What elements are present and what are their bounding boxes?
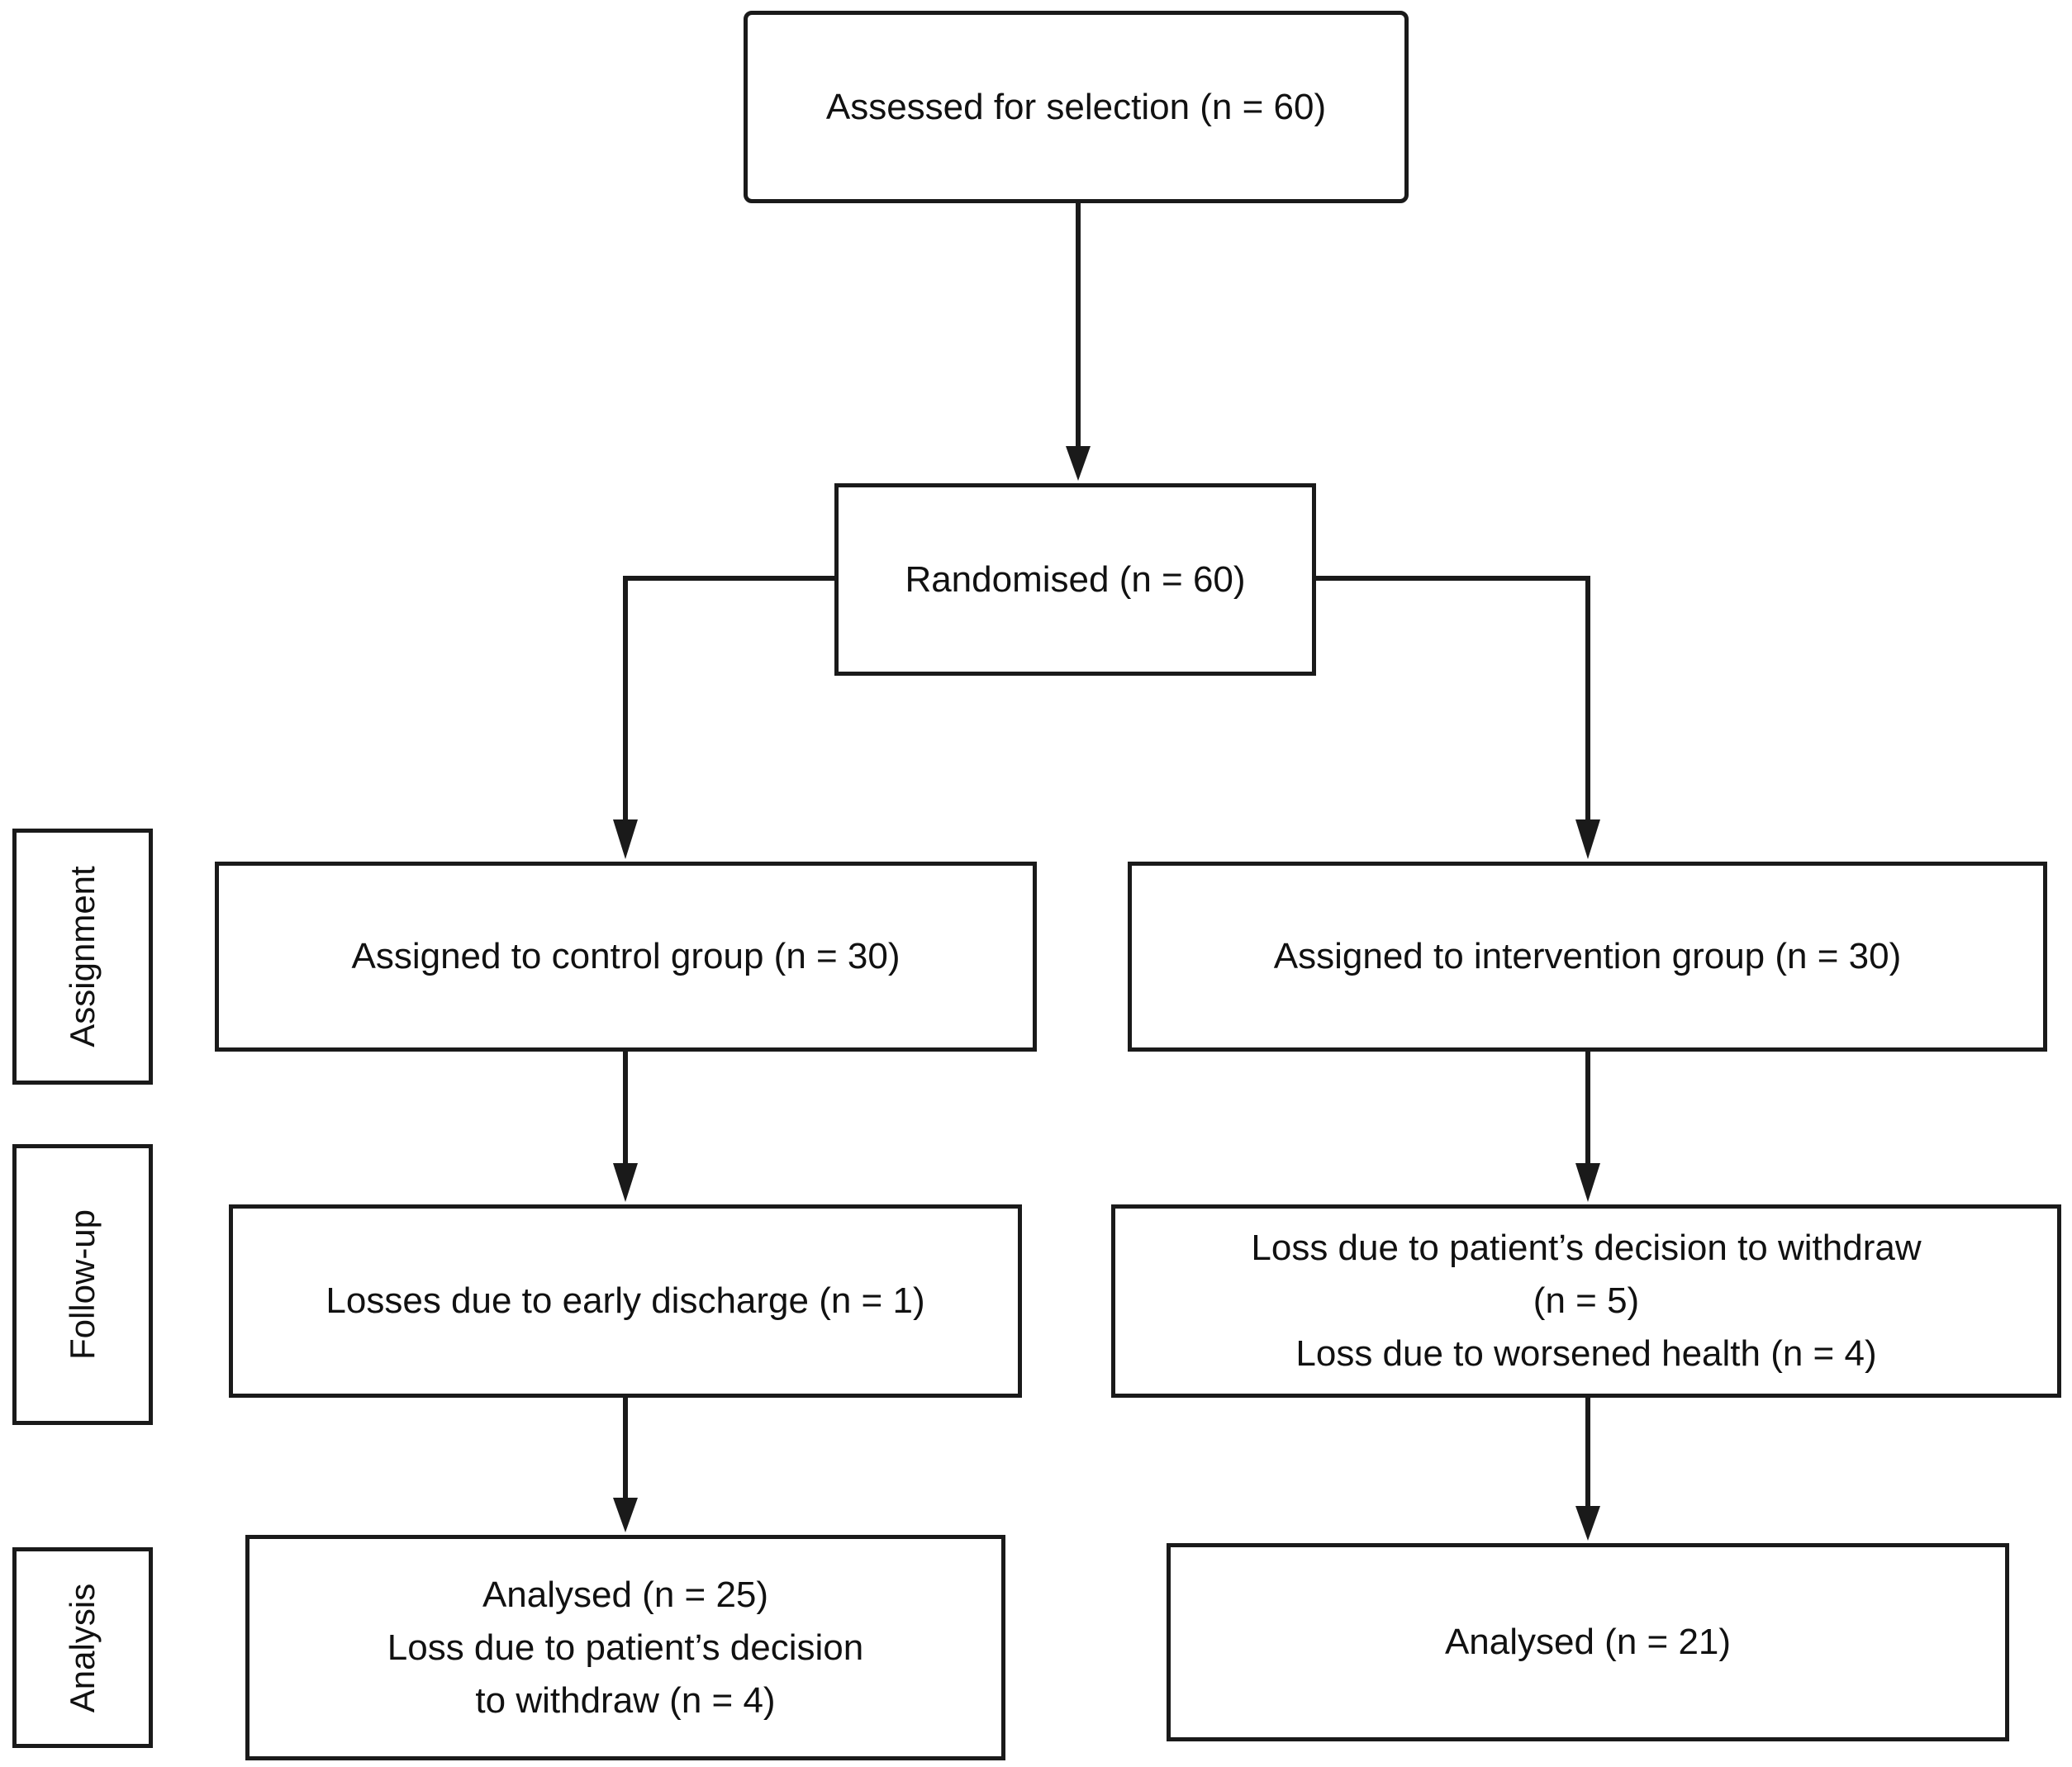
control-analysis-box: Analysed (n = 25) Loss due to patient’s …	[245, 1535, 1005, 1760]
control-analysis-line-1: Analysed (n = 25)	[482, 1574, 769, 1615]
arrow-randomised-to-control	[623, 576, 834, 822]
arrowhead-control-followup	[613, 1163, 638, 1202]
control-analysis-line-2: Loss due to patient’s decision	[387, 1627, 864, 1668]
arrowhead-intervention-assigned	[1575, 819, 1600, 859]
control-followup-text: Losses due to early discharge (n = 1)	[326, 1280, 925, 1321]
intervention-followup-line-2: (n = 5)	[1533, 1280, 1640, 1321]
assessed-text: Assessed for selection (n = 60)	[825, 86, 1327, 127]
arrow-randomised-to-intervention	[1316, 576, 1590, 822]
intervention-followup-line-1: Loss due to patient’s decision to withdr…	[1251, 1228, 1922, 1268]
intervention-followup-box: Loss due to patient’s decision to withdr…	[1111, 1204, 2061, 1398]
arrowhead-intervention-followup	[1575, 1163, 1600, 1202]
stage-assignment: Assignment	[12, 829, 153, 1085]
intervention-followup-text: Loss due to patient’s decision to withdr…	[1251, 1222, 1921, 1380]
intervention-analysis-box: Analysed (n = 21)	[1167, 1543, 2009, 1741]
control-assigned-text: Assigned to control group (n = 30)	[351, 936, 901, 976]
arrowhead-control-analysis	[613, 1498, 638, 1532]
randomised-box: Randomised (n = 60)	[834, 483, 1316, 676]
intervention-assigned-box: Assigned to intervention group (n = 30)	[1128, 862, 2047, 1052]
stage-assignment-label: Assignment	[63, 866, 102, 1047]
arrowhead-control-assigned	[613, 819, 638, 859]
intervention-analysis-text: Analysed (n = 21)	[1444, 1622, 1732, 1662]
stage-analysis: Analysis	[12, 1547, 153, 1748]
stage-followup: Follow-up	[12, 1144, 153, 1425]
stage-analysis-label: Analysis	[63, 1583, 102, 1712]
assessed-box: Assessed for selection (n = 60)	[744, 11, 1409, 203]
control-assigned-box: Assigned to control group (n = 30)	[215, 862, 1037, 1052]
arrowhead-randomised	[1066, 446, 1091, 481]
control-analysis-line-3: to withdraw (n = 4)	[475, 1679, 776, 1721]
intervention-followup-line-3: Loss due to worsened health (n = 4)	[1295, 1333, 1877, 1374]
randomised-text: Randomised (n = 60)	[905, 558, 1246, 600]
control-followup-box: Losses due to early discharge (n = 1)	[229, 1204, 1022, 1398]
control-analysis-text: Analysed (n = 25) Loss due to patient’s …	[387, 1569, 863, 1727]
stage-followup-label: Follow-up	[63, 1209, 102, 1361]
arrowhead-intervention-analysis	[1575, 1506, 1600, 1541]
intervention-assigned-text: Assigned to intervention group (n = 30)	[1273, 936, 1902, 976]
